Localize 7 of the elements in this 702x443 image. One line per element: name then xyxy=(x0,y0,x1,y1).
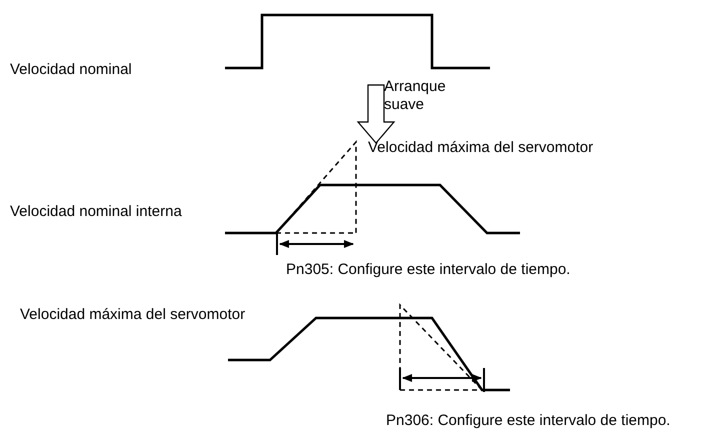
annotation-text: Pn305: Configure este intervalo de tiempo. xyxy=(286,261,570,279)
annotation-text: Velocidad máxima del servomotor xyxy=(20,306,246,324)
annotation-text: Pn306: Configure este intervalo de tiempo. xyxy=(386,412,670,430)
annotation-text: Velocidad máxima del servomotor xyxy=(368,139,594,157)
axis-label: Velocidad nominal interna xyxy=(10,203,182,221)
annotation-text: Arranque suave xyxy=(384,78,447,114)
axis-label: Velocidad nominal xyxy=(10,61,132,79)
